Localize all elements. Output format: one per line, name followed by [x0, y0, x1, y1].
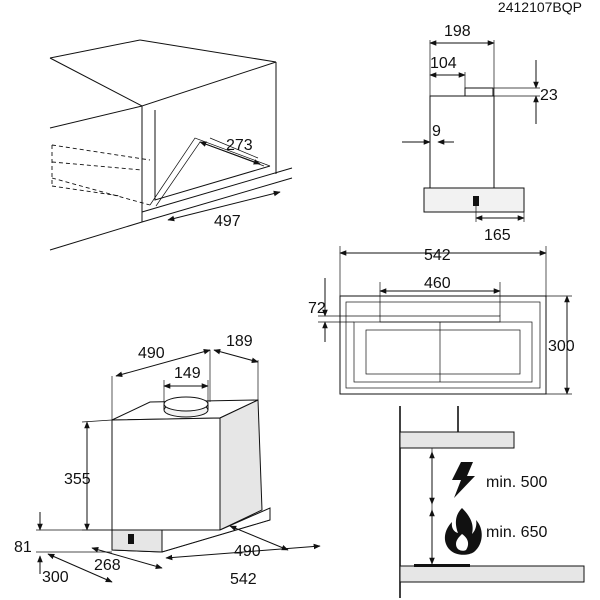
dim-hood-base: 81: [14, 539, 32, 556]
dim-top-front: 72: [308, 300, 326, 317]
product-code: 2412107BQP: [498, 0, 582, 15]
dim-side-top: 23: [540, 87, 558, 104]
cabinet-view: [49, 39, 293, 251]
dim-cabinet-width: 497: [214, 213, 241, 230]
dim-top-width: 542: [424, 247, 451, 264]
lightning-icon: [452, 462, 475, 498]
dim-hood-depth: 189: [226, 333, 253, 350]
dim-hood-front-depth: 300: [42, 569, 69, 586]
side-view: [402, 40, 540, 222]
dim-side-offset: 104: [430, 55, 457, 72]
dim-hood-width: 490: [138, 345, 165, 362]
dim-hood-height: 355: [64, 471, 91, 488]
clearance-electric-label: min. 500: [486, 474, 547, 491]
dim-side-bottom: 165: [484, 227, 511, 244]
dim-side-width: 198: [444, 23, 471, 40]
dim-hood-bottom-width: 490: [234, 543, 261, 560]
dim-cabinet-depth: 273: [226, 137, 253, 154]
dim-hood-body-depth: 268: [94, 557, 121, 574]
clearance-view: [399, 406, 585, 598]
dim-top-depth: 300: [548, 338, 575, 355]
dim-top-inner: 460: [424, 275, 451, 292]
hood-view: [36, 348, 321, 583]
dim-hood-outlet: 149: [174, 365, 201, 382]
top-view: [318, 246, 572, 395]
dim-hood-total-width: 542: [230, 571, 257, 588]
dim-side-wall: 9: [432, 123, 441, 140]
clearance-gas-label: min. 650: [486, 524, 547, 541]
flame-icon: [444, 508, 482, 555]
